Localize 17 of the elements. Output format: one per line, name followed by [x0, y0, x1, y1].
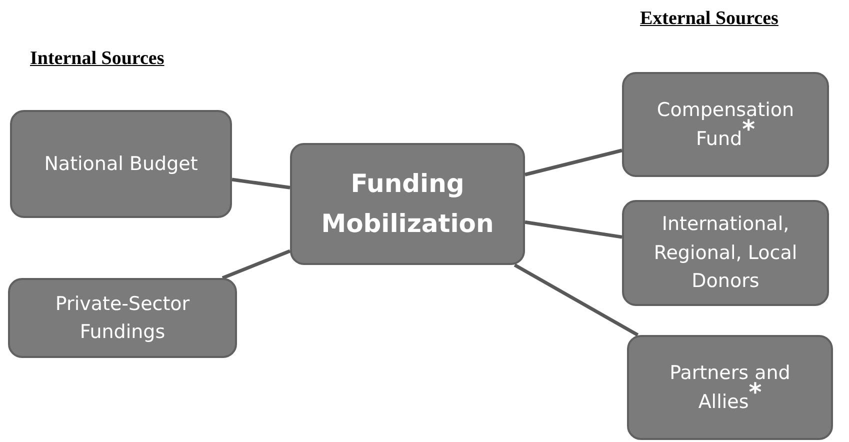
- section-heading: Internal Sources: [30, 48, 164, 70]
- connector-line: [524, 148, 622, 176]
- node-text: International, Regional, Local Donors: [652, 212, 798, 294]
- source-box: [8, 278, 237, 358]
- connector-line: [232, 178, 290, 190]
- section-heading: External Sources: [640, 8, 778, 30]
- node-text: Private-Sector Fundings: [54, 292, 191, 345]
- source-box: [622, 72, 829, 177]
- connector-line: [524, 220, 622, 239]
- source-box: [622, 200, 829, 306]
- node-text: National Budget: [44, 152, 198, 177]
- connector-line: [514, 263, 639, 337]
- source-box: [627, 335, 833, 440]
- central-box: [290, 143, 525, 265]
- node-text: Funding Mobilization: [320, 168, 495, 240]
- source-box: [10, 110, 232, 218]
- connector-line: [222, 249, 291, 280]
